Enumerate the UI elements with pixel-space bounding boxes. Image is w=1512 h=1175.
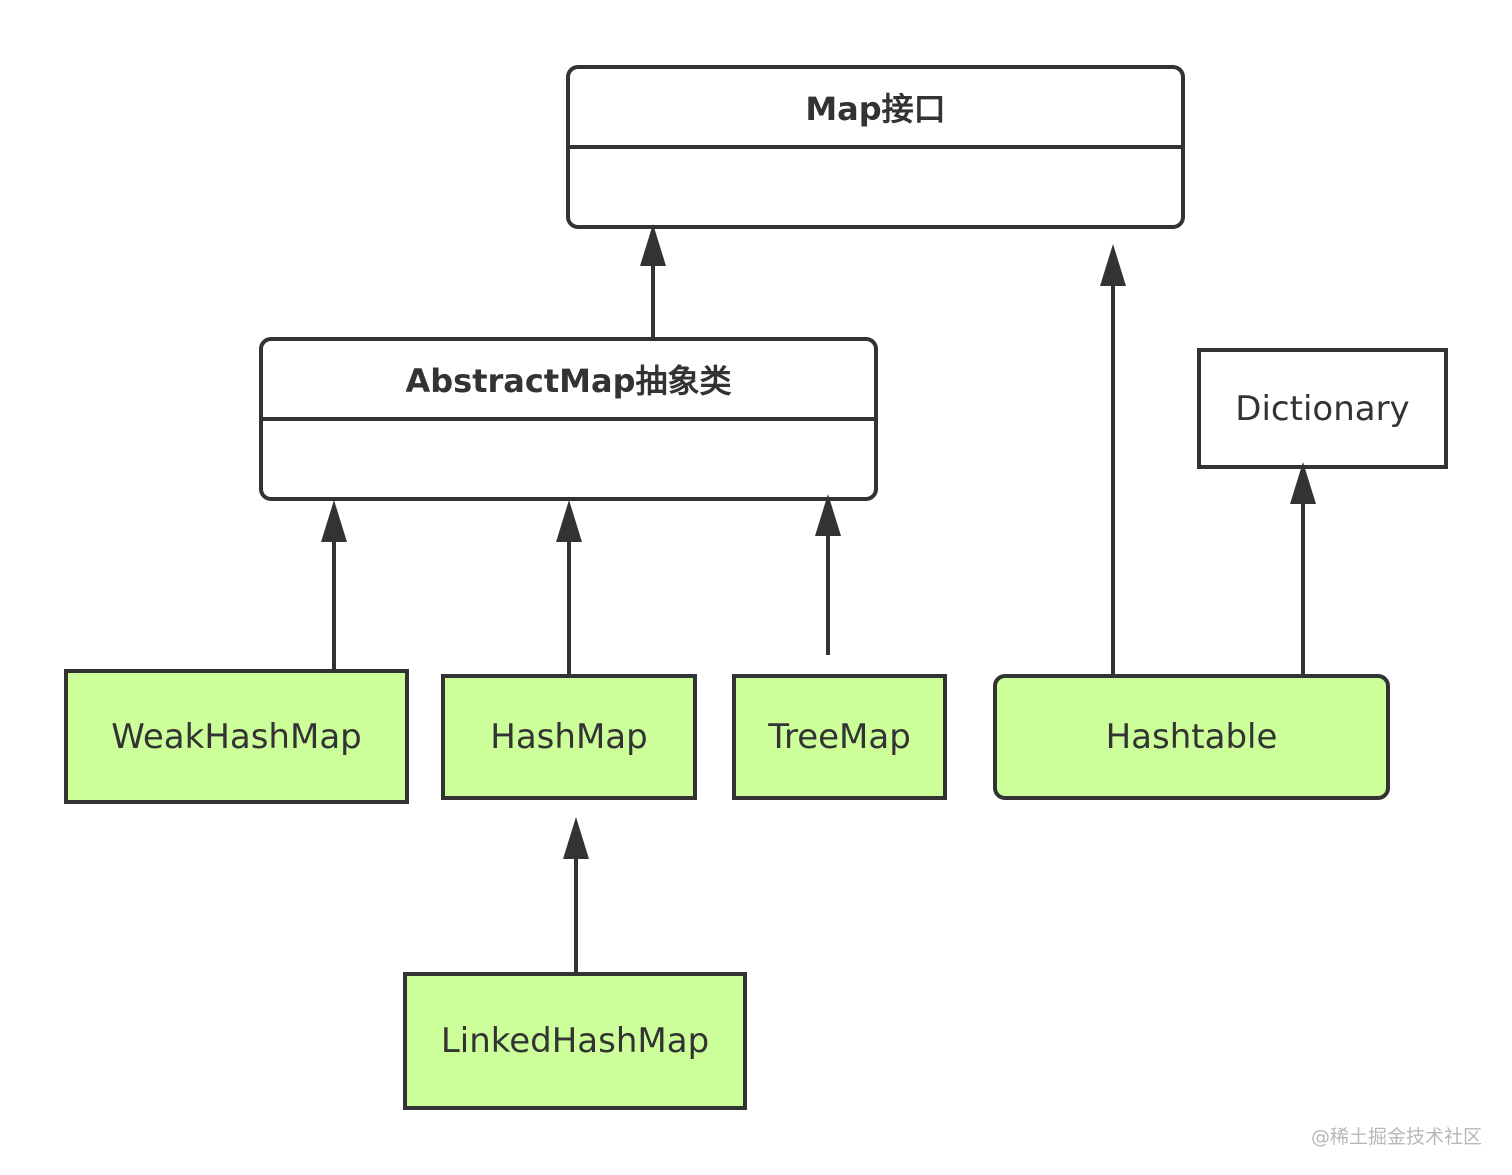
dictionary-label: Dictionary xyxy=(1235,388,1410,429)
edge-hashtable-to-map xyxy=(1100,244,1126,676)
arrowhead xyxy=(1290,462,1316,504)
edge-abstract-map-to-map xyxy=(640,224,666,339)
linked-hash-map-label: LinkedHashMap xyxy=(440,1021,710,1061)
hashtable-label: Hashtable xyxy=(1105,717,1278,757)
tree-map-label: TreeMap xyxy=(768,717,911,757)
hash-map-label: HashMap xyxy=(490,717,648,757)
map-interface-node xyxy=(566,65,1185,229)
edge-tree-map-to-abstract-map xyxy=(815,494,841,655)
linked-hash-map-box xyxy=(403,972,747,1110)
arrowhead xyxy=(321,500,347,542)
arrowhead xyxy=(640,224,666,266)
hash-map-box xyxy=(441,674,697,800)
tree-map-box xyxy=(732,674,947,800)
watermark-text: @稀土掘金技术社区 xyxy=(1310,1126,1482,1148)
arrowhead xyxy=(815,494,841,536)
edge-hashtable-to-dictionary xyxy=(1290,462,1316,676)
edge-linked-hash-map-to-hash-map xyxy=(563,817,589,974)
dictionary-box xyxy=(1197,348,1448,469)
hashtable-box xyxy=(993,674,1390,800)
edge-weak-hash-map-to-abstract-map xyxy=(321,500,347,671)
weak-hash-map-label: WeakHashMap xyxy=(111,716,362,757)
map-interface-label: Map接口 xyxy=(805,90,946,128)
arrowhead xyxy=(563,817,589,859)
abstract-map-node xyxy=(259,337,878,501)
edge-hash-map-to-abstract-map xyxy=(556,500,582,676)
abstract-map-label: AbstractMap抽象类 xyxy=(405,362,732,400)
arrowhead xyxy=(556,500,582,542)
weak-hash-map-box xyxy=(64,669,409,804)
arrowhead xyxy=(1100,244,1126,286)
